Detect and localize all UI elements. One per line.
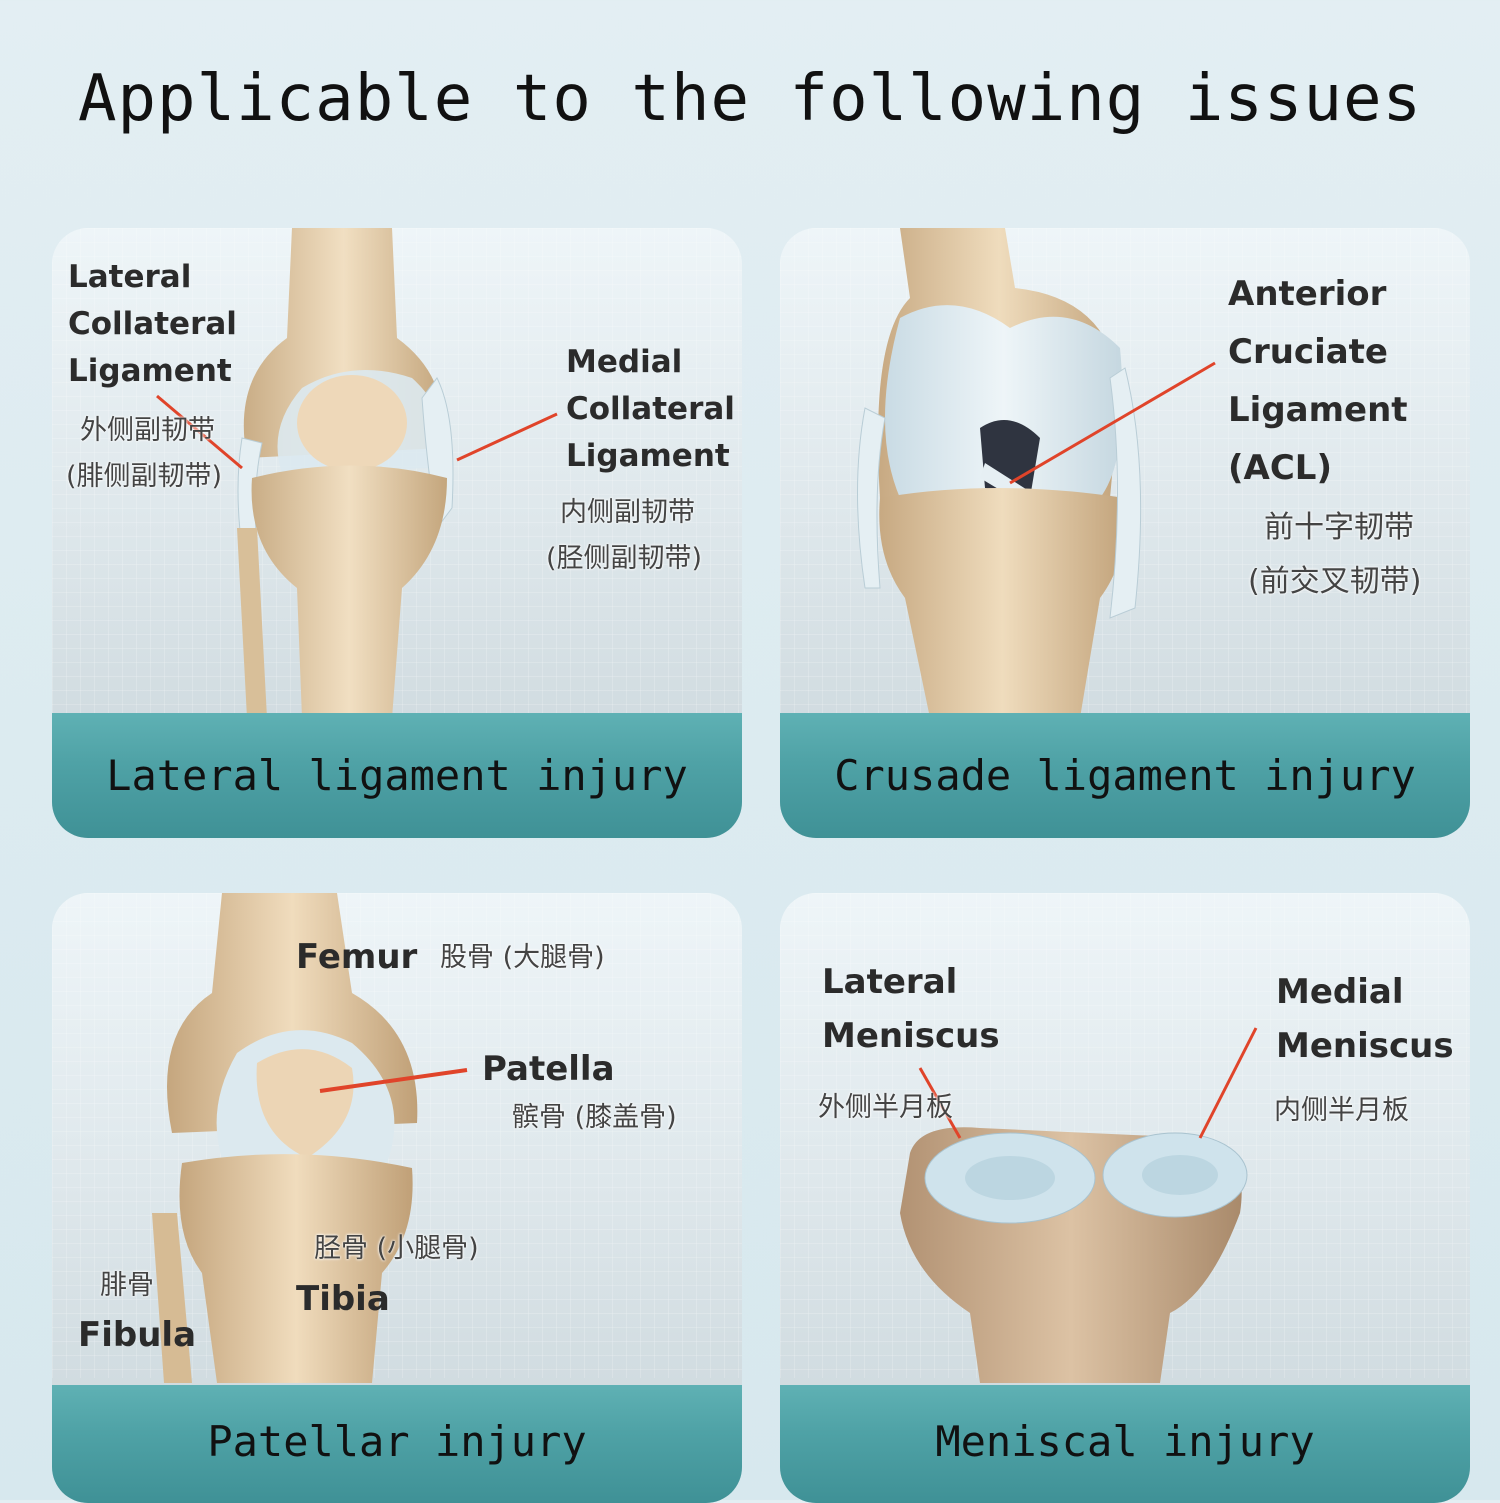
label-acl-en-1: Anterior bbox=[1228, 274, 1387, 314]
panel-cruciate-ligament: Anterior Cruciate Ligament (ACL) 前十字韧带 (… bbox=[780, 228, 1470, 838]
label-mcl-en-1: Medial bbox=[566, 344, 683, 380]
label-lcl-cn-2: (腓侧副韧带) bbox=[66, 461, 223, 492]
caption-bar: Meniscal injury bbox=[780, 1385, 1470, 1503]
label-acl-en-2: Cruciate bbox=[1228, 332, 1388, 372]
label-fibula-cn: 腓骨 bbox=[100, 1270, 154, 1301]
label-fibula-en: Fibula bbox=[78, 1315, 197, 1355]
label-tibia-en: Tibia bbox=[296, 1279, 390, 1319]
label-acl-en-4: (ACL) bbox=[1228, 448, 1333, 488]
label-patella-cn: 髌骨 (膝盖骨) bbox=[512, 1102, 677, 1133]
panel-caption: Meniscal injury bbox=[935, 1417, 1315, 1466]
label-femur-cn: 股骨 (大腿骨) bbox=[440, 942, 605, 973]
knee-illustration-acl bbox=[857, 228, 1216, 718]
label-tibia-cn: 胫骨 (小腿骨) bbox=[314, 1233, 479, 1264]
label-lcl-en-2: Collateral bbox=[68, 306, 237, 342]
label-mcl-cn-2: (胫侧副韧带) bbox=[546, 543, 703, 574]
label-lcl-en-1: Lateral bbox=[68, 259, 192, 295]
caption-bar: Lateral ligament injury bbox=[52, 713, 742, 838]
label-medial-meniscus-en-1: Medial bbox=[1276, 972, 1404, 1012]
caption-bar: Crusade ligament injury bbox=[780, 713, 1470, 838]
panel-patellar: Femur 股骨 (大腿骨) Patella 髌骨 (膝盖骨) 胫骨 (小腿骨)… bbox=[52, 893, 742, 1503]
label-medial-meniscus-en-2: Meniscus bbox=[1276, 1026, 1454, 1066]
label-mcl-en-3: Ligament bbox=[566, 438, 730, 474]
caption-bar: Patellar injury bbox=[52, 1385, 742, 1503]
label-lateral-meniscus-cn: 外侧半月板 bbox=[818, 1092, 953, 1123]
panel-lateral-ligament: Lateral Collateral Ligament 外侧副韧带 (腓侧副韧带… bbox=[52, 228, 742, 838]
panel-caption: Lateral ligament injury bbox=[106, 751, 688, 800]
label-femur-en: Femur bbox=[296, 937, 418, 977]
knee-illustration-meniscus bbox=[900, 1027, 1258, 1383]
label-lcl-cn-1: 外侧副韧带 bbox=[80, 415, 215, 446]
panel-caption: Crusade ligament injury bbox=[834, 751, 1416, 800]
label-mcl-cn-1: 内侧副韧带 bbox=[560, 497, 695, 528]
panel-caption: Patellar injury bbox=[207, 1417, 587, 1466]
label-acl-cn-2: (前交叉韧带) bbox=[1248, 564, 1422, 599]
label-acl-cn-1: 前十字韧带 bbox=[1264, 510, 1414, 545]
label-lateral-meniscus-en-2: Meniscus bbox=[822, 1016, 1000, 1056]
label-lcl-en-3: Ligament bbox=[68, 353, 232, 389]
panel-meniscal: Lateral Meniscus 外侧半月板 Medial Meniscus 内… bbox=[780, 893, 1470, 1503]
label-mcl-en-2: Collateral bbox=[566, 391, 735, 427]
label-medial-meniscus-cn: 内侧半月板 bbox=[1274, 1095, 1409, 1126]
label-patella-en: Patella bbox=[482, 1049, 615, 1089]
knee-illustration-ligaments bbox=[156, 228, 558, 718]
knee-illustration-patella bbox=[152, 893, 468, 1383]
label-lateral-meniscus-en-1: Lateral bbox=[822, 962, 958, 1002]
page-title: Applicable to the following issues bbox=[77, 62, 1423, 136]
label-acl-en-3: Ligament bbox=[1228, 390, 1408, 430]
